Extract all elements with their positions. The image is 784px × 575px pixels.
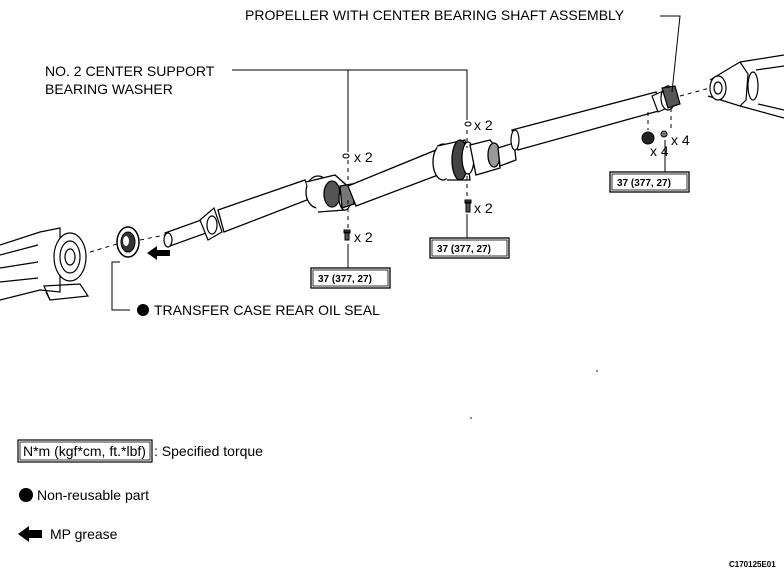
propeller-assembly-label: PROPELLER WITH CENTER BEARING SHAFT ASSE… [245,7,625,23]
front-shaft-tube [217,179,313,233]
multiplier-washer-right: x 2 [474,117,493,133]
center-bearing-drawing [432,139,517,181]
washer-label-line1: NO. 2 CENTER SUPPORT [45,63,215,79]
rear-shaft-tube [511,91,663,151]
torque-box-middle: 37 (377, 27) [429,237,510,259]
bolt-middle-icon [464,199,472,213]
legend-torque-desc: : Specified torque [154,443,263,459]
oil-seal-drawing [116,226,140,258]
washer-left-icon [342,153,350,159]
specks [470,370,598,419]
washer-right-icon [464,121,472,127]
multiplier-rear-nut: x 4 [650,143,669,159]
nonreusable-marker-icon [137,304,149,316]
legend-nonreusable-text: Non-reusable part [37,487,149,503]
torque-box-left: 37 (377, 27) [310,267,391,289]
bolt-left-icon [343,229,351,241]
front-center-support-drawing [305,174,355,213]
multiplier-bolt-left: x 2 [354,229,373,245]
grease-arrow-icon [147,246,170,260]
legend-torque-box-text: N*m (kgf*cm, ft.*lbf) [23,443,146,459]
multiplier-rear-bolt: x 4 [671,132,690,148]
fasteners [342,121,668,241]
legend-nonreusable-icon [19,488,33,502]
legend-grease-text: MP grease [50,526,118,542]
assembly-axis-lines [89,87,711,253]
legend-grease-arrow-icon [18,526,42,542]
legend: N*m (kgf*cm, ft.*lbf) : Specified torque… [17,439,263,542]
multiplier-bolt-middle: x 2 [474,200,493,216]
rear-nut-icon [641,131,655,145]
rear-flange-drawing [651,85,681,113]
leader-lines [111,15,681,311]
multiplier-washer-left: x 2 [354,149,373,165]
torque-value-right: 37 (377, 27) [617,178,671,189]
front-yoke-drawing [163,206,223,248]
torque-value-middle: 37 (377, 27) [437,244,491,255]
differential-drawing [707,54,784,119]
figure-code: C170125E01 [729,560,776,569]
rear-shaft-end [510,129,520,151]
transfer-case-drawing [0,227,90,301]
torque-box-right: 37 (377, 27) [609,171,690,193]
torque-value-left: 37 (377, 27) [318,274,372,285]
oil-seal-label: TRANSFER CASE REAR OIL SEAL [154,302,380,318]
legend-torque-box [17,439,153,463]
washer-label-line2: BEARING WASHER [45,81,173,97]
rear-bolt-icon [660,130,668,138]
